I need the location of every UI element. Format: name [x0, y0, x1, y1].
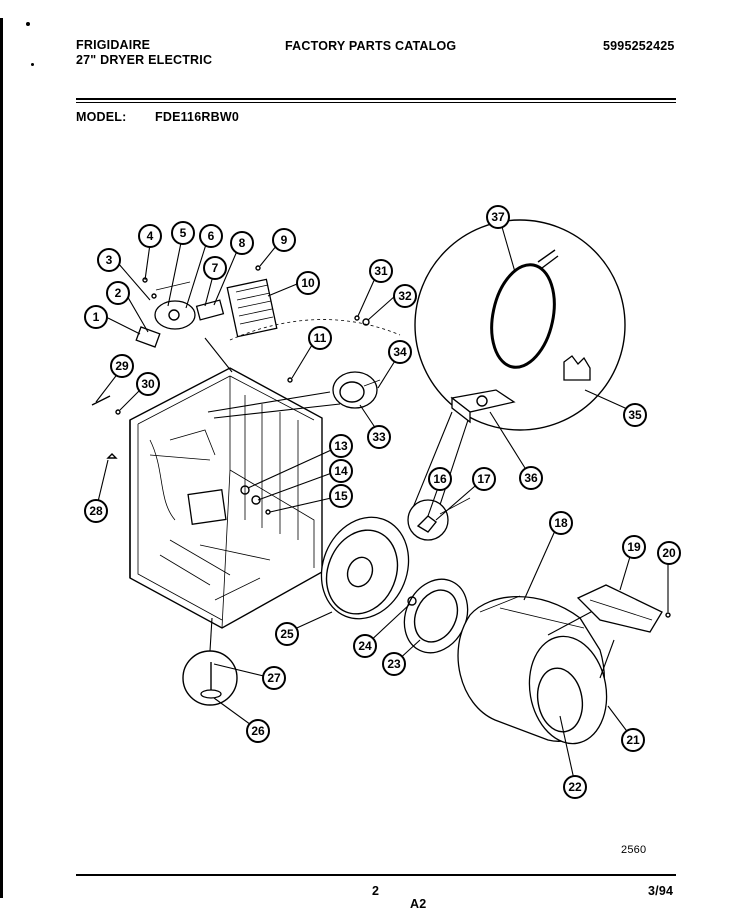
callout-26: 26 [246, 719, 270, 743]
callout-11: 11 [308, 326, 332, 350]
callout-30: 30 [136, 372, 160, 396]
svg-text:14: 14 [334, 464, 348, 478]
callout-32: 32 [393, 284, 417, 308]
svg-text:33: 33 [372, 430, 386, 444]
svg-text:18: 18 [554, 516, 568, 530]
page-number: 2 [372, 884, 380, 898]
leg-inset [182, 617, 238, 706]
svg-text:29: 29 [115, 359, 129, 373]
svg-text:16: 16 [433, 472, 447, 486]
svg-text:3: 3 [106, 253, 113, 267]
callout-10: 10 [296, 271, 320, 295]
catalog-date: 3/94 [648, 884, 674, 898]
callout-19: 19 [622, 535, 646, 559]
svg-text:20: 20 [662, 546, 676, 560]
callout-14: 14 [329, 459, 353, 483]
callout-13: 13 [329, 434, 353, 458]
baffle-drawing [576, 584, 671, 633]
brand-name: FRIGIDAIRE [76, 38, 151, 52]
callout-18: 18 [549, 511, 573, 535]
callout-27: 27 [262, 666, 286, 690]
callout-23: 23 [382, 652, 406, 676]
callout-35: 35 [623, 403, 647, 427]
figure-number: 2560 [621, 844, 647, 856]
svg-text:17: 17 [477, 472, 491, 486]
svg-text:32: 32 [398, 289, 412, 303]
svg-text:37: 37 [491, 210, 505, 224]
svg-text:15: 15 [334, 489, 348, 503]
callout-33: 33 [367, 425, 391, 449]
svg-text:10: 10 [301, 276, 315, 290]
left-small-parts [91, 315, 370, 459]
callout-21: 21 [621, 728, 645, 752]
callout-24: 24 [353, 634, 377, 658]
motor-drawing [240, 371, 381, 515]
callout-25: 25 [275, 622, 299, 646]
svg-text:5: 5 [180, 226, 187, 240]
model-number: FDE116RBW0 [155, 110, 239, 124]
cutoff-mark: A2 [410, 897, 427, 911]
callout-29: 29 [110, 354, 134, 378]
catalog-title: FACTORY PARTS CATALOG [285, 39, 457, 53]
svg-text:6: 6 [208, 229, 215, 243]
callout-16: 16 [428, 467, 452, 491]
svg-text:21: 21 [626, 733, 640, 747]
callout-37: 37 [486, 205, 510, 229]
svg-text:7: 7 [212, 261, 219, 275]
bulkhead-drawing [320, 497, 471, 654]
left-edge-mark [0, 18, 3, 898]
callout-4: 4 [138, 224, 162, 248]
svg-text:30: 30 [141, 377, 155, 391]
svg-text:1: 1 [93, 310, 100, 324]
svg-text:4: 4 [147, 229, 154, 243]
catalog-number: 5995252425 [603, 39, 675, 53]
svg-text:23: 23 [387, 657, 401, 671]
header-rule-thin [76, 102, 676, 103]
callout-8: 8 [230, 231, 254, 255]
callout-5: 5 [171, 221, 195, 245]
callout-6: 6 [199, 224, 223, 248]
callout-28: 28 [84, 499, 108, 523]
svg-text:24: 24 [358, 639, 372, 653]
svg-text:34: 34 [393, 345, 407, 359]
svg-text:2: 2 [115, 286, 122, 300]
svg-text:8: 8 [239, 236, 246, 250]
svg-text:31: 31 [374, 264, 388, 278]
svg-text:19: 19 [627, 540, 641, 554]
callout-3: 3 [97, 248, 121, 272]
callout-9: 9 [272, 228, 296, 252]
header-rule [76, 98, 676, 100]
callout-20: 20 [657, 541, 681, 565]
callout-1: 1 [84, 305, 108, 329]
detail-inset [409, 219, 626, 521]
drum-drawing [457, 595, 615, 745]
svg-text:28: 28 [89, 504, 103, 518]
footer-rule [76, 874, 676, 876]
svg-text:22: 22 [568, 780, 582, 794]
cabinet-drawing [129, 337, 341, 629]
left-edge-dot [26, 22, 30, 26]
svg-text:27: 27 [267, 671, 281, 685]
callout-36: 36 [519, 466, 543, 490]
svg-text:36: 36 [524, 471, 538, 485]
svg-text:26: 26 [251, 724, 265, 738]
callout-15: 15 [329, 484, 353, 508]
callout-34: 34 [388, 340, 412, 364]
svg-text:9: 9 [281, 233, 288, 247]
svg-text:13: 13 [334, 439, 348, 453]
left-edge-dot [31, 63, 34, 66]
svg-text:11: 11 [314, 331, 327, 345]
product-description: 27" DRYER ELECTRIC [76, 53, 213, 67]
top-parts [135, 265, 401, 348]
svg-text:25: 25 [280, 627, 294, 641]
callout-2: 2 [106, 281, 130, 305]
callout-22: 22 [563, 775, 587, 799]
callout-31: 31 [369, 259, 393, 283]
callout-7: 7 [203, 256, 227, 280]
svg-text:35: 35 [628, 408, 642, 422]
callout-17: 17 [472, 467, 496, 491]
model-label: MODEL: [76, 110, 127, 124]
